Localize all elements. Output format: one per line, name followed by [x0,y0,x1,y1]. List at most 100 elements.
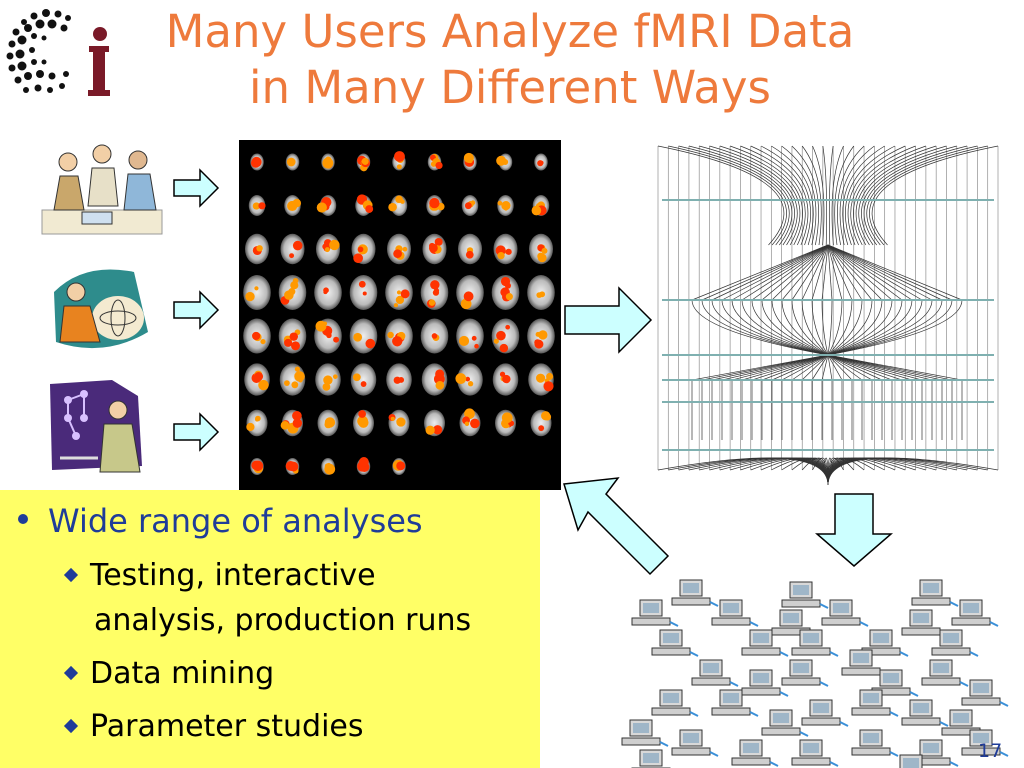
computer-node-icon [691,659,739,687]
brain-slice [355,194,374,216]
computer-node-icon [631,599,679,627]
presenter-icon [50,380,142,473]
computer-node-icon [621,719,669,747]
computer-node-icon [781,581,829,609]
brain-slice [356,457,371,476]
subbullet-text: Data mining [90,656,275,691]
diamond-bullet-icon [63,718,79,734]
brain-slice [424,409,445,437]
brain-slice [426,195,445,216]
computer-node-icon [911,579,959,607]
diamond-bullet-icon [63,567,79,583]
computer-node-icon [731,739,779,767]
arrow-right-icon [173,168,220,208]
brain-slice [243,275,271,310]
computer-cluster-icon [621,579,1009,768]
brain-slice [456,275,484,310]
brain-slice [385,318,413,354]
workflow-levels [662,199,994,451]
brain-slice [530,409,552,437]
computer-node-icon [851,689,899,717]
brain-slice [427,153,443,171]
arrow-right-icon [173,290,220,330]
brain-slice [491,318,520,354]
brain-slice [534,153,548,171]
computer-node-icon [781,659,829,687]
bullet-panel [0,490,540,768]
computer-node-icon [741,669,789,697]
brain-slice [527,275,555,310]
computer-node-icon [651,629,699,657]
bullet-text: Wide range of analyses [48,502,423,540]
brain-slice [279,363,306,396]
brain-slice [250,153,264,171]
brain-slice [527,318,555,354]
computer-node-icon [631,749,671,768]
computer-node-icon [761,709,809,737]
computer-node-icon [791,739,839,767]
computer-node-icon [671,729,719,757]
meeting-people-icon [41,144,163,235]
arrow-right-icon [564,286,653,354]
brain-slice [356,153,371,172]
computer-node-icon [671,579,719,607]
subbullet-text: Parameter studies [90,709,364,744]
brain-slice [461,195,479,216]
brain-slice [245,233,269,265]
brain-slice [392,457,406,476]
brain-slice [529,233,553,265]
computer-node-icon [821,599,869,627]
brain-slice [285,153,300,171]
bullet-dot-icon [18,514,28,524]
brain-slice [321,457,336,476]
brain-slice [456,318,484,354]
brain-slice [250,457,264,476]
subbullet-continuation: analysis, production runs [94,603,472,638]
brain-slice [493,233,518,265]
brain-slice [278,275,307,310]
brain-slice [350,363,377,396]
brain-slice [388,409,410,437]
brain-slice [420,275,449,310]
brain-slice [349,318,378,354]
computer-node-icon [921,659,969,687]
brain-slice [386,363,412,396]
brain-slice [248,195,266,216]
brain-slice [463,152,477,171]
brain-slice [497,195,514,216]
brain-slice [388,195,408,216]
computer-node-icon [791,629,839,657]
brain-slice [420,318,449,354]
computer-node-icon [711,599,759,627]
brain-slice [392,151,406,171]
computer-node-icon [931,629,979,657]
brain-slice [385,275,413,310]
brain-slice [349,275,378,310]
computer-node-icon [899,754,923,768]
page-number: 17 [978,740,1003,762]
brain-slice [528,363,554,396]
computer-node-icon [741,629,789,657]
subbullet-item: Testing, interactive [63,553,376,598]
title-line-1: Many Users Analyze fMRI Data [165,5,855,58]
brain-slice [421,363,448,396]
workflow-edges [657,145,999,486]
fmri-brain-slices-image [239,140,561,490]
brain-slice [280,409,303,437]
brain-slice [496,153,513,171]
brain-slice [278,318,307,354]
brain-slice [455,363,483,396]
brain-slice [492,363,519,396]
subbullet-item: Parameter studies [63,704,364,749]
brain-slice [422,233,447,265]
brain-slice [316,195,337,216]
computer-node-icon [851,729,899,757]
subbullet-text: Testing, interactive [90,558,376,593]
brain-slice [314,275,342,310]
brain-slice [246,409,268,437]
brain-slice [314,318,342,354]
brain-slice [459,408,481,437]
computer-node-icon [801,699,849,727]
brain-slice [244,363,270,396]
brain-slice [491,275,520,310]
